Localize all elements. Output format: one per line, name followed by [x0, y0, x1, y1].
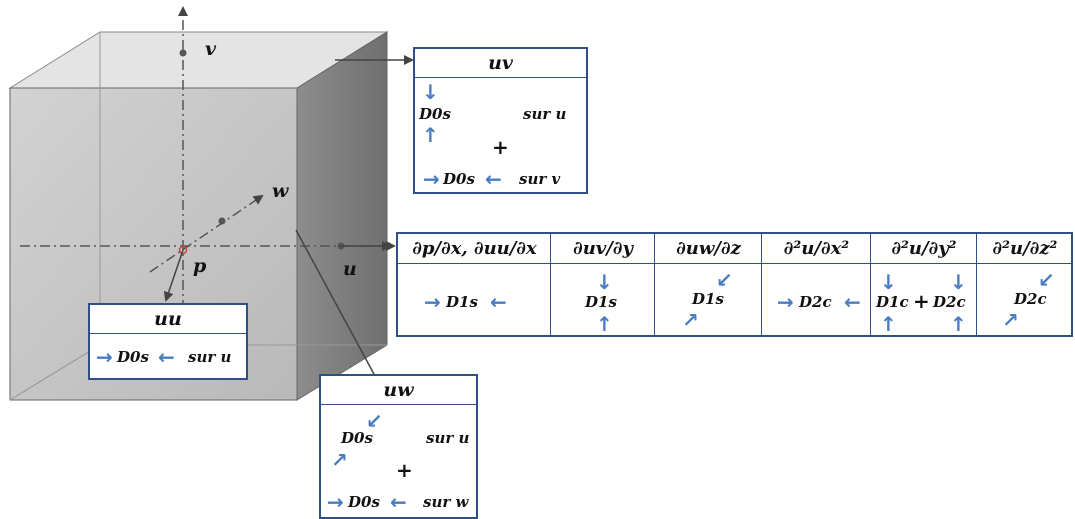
- table-column: [398, 234, 551, 335]
- uv-plus: +: [492, 135, 509, 159]
- table-cell-label: D2c: [933, 293, 966, 311]
- uv-label-sur-top: sur u: [523, 105, 567, 123]
- uw-label-sur-bottom: sur w: [423, 493, 469, 511]
- uu-label-d: D0s: [117, 348, 149, 366]
- axis-label-v: v: [205, 38, 217, 60]
- table-header: ∂²u/∂x²: [762, 234, 871, 264]
- uv-label-sur-bottom: sur v: [519, 170, 561, 188]
- arrow-right-icon: →: [777, 290, 794, 314]
- arrow-down-icon: ↓: [880, 270, 897, 294]
- table-plus: +: [913, 289, 930, 313]
- arrow-up-icon: ↑: [950, 312, 967, 336]
- uu-box-title: uu: [90, 305, 246, 334]
- uw-box-title: uw: [321, 376, 476, 405]
- uv-label-d-bottom: D0s: [443, 170, 475, 188]
- uv-label-d-top: D0s: [419, 105, 451, 123]
- table-header: ∂p/∂x, ∂uu/∂x: [398, 234, 551, 264]
- table-column: [551, 234, 655, 335]
- axis-label-p: p: [193, 255, 207, 277]
- table-cell-label: D2c: [799, 293, 832, 311]
- connector-uu: [163, 249, 184, 302]
- arrow-right-icon: →: [423, 167, 440, 191]
- axis-label-u: u: [343, 258, 357, 280]
- w-axis: [149, 194, 264, 273]
- arrow-left-icon: ←: [844, 290, 861, 314]
- table-cell-label: D1s: [585, 293, 617, 311]
- arrow-diagonal-icon: ↗: [682, 308, 699, 332]
- uw-label-d-top: D0s: [341, 429, 373, 447]
- arrow-left-icon: ←: [158, 345, 175, 369]
- table-cell-label: D1s: [692, 290, 724, 308]
- arrow-diagonal-icon: ↙: [366, 409, 383, 433]
- arrow-diagonal-icon: ↗: [1002, 308, 1019, 332]
- arrow-down-icon: ↓: [950, 270, 967, 294]
- arrow-diagonal-icon: ↙: [1038, 268, 1055, 292]
- uu-label-sur: sur u: [188, 348, 232, 366]
- arrow-right-icon: →: [96, 345, 113, 369]
- arrow-up-icon: ↑: [596, 312, 613, 336]
- arrow-right-icon: →: [424, 290, 441, 314]
- table-header: ∂uw/∂z: [655, 234, 762, 264]
- arrow-left-icon: ←: [390, 490, 407, 514]
- arrow-up-icon: ↑: [422, 123, 439, 147]
- derivative-stencil-table: ∂p/∂x, ∂uu/∂x ∂uv/∂y ∂uw/∂z ∂²u/∂x² ∂²u/…: [396, 232, 1073, 337]
- arrow-down-icon: ↓: [422, 80, 439, 104]
- table-column: [762, 234, 871, 335]
- table-cell-label: D1c: [876, 293, 909, 311]
- arrow-diagonal-icon: ↗: [331, 448, 348, 472]
- arrow-right-icon: →: [327, 490, 344, 514]
- uw-label-sur-top: sur u: [426, 429, 470, 447]
- uw-plus: +: [396, 458, 413, 482]
- uw-stencil-box: uw ↙ D0s sur u ↗ + → D0s ← sur w: [319, 374, 478, 519]
- table-cell-label: D1s: [446, 293, 478, 311]
- table-column: [871, 234, 977, 335]
- uv-stencil-box: uv ↓ D0s sur u ↑ + → D0s ← sur v: [413, 47, 588, 194]
- table-header: ∂uv/∂y: [551, 234, 655, 264]
- arrow-diagonal-icon: ↙: [716, 268, 733, 292]
- connector-uw: [295, 229, 389, 402]
- table-header: ∂²u/∂z²: [977, 234, 1073, 264]
- arrow-up-icon: ↑: [880, 312, 897, 336]
- point-p: [178, 245, 188, 255]
- table-header: ∂²u/∂y²: [871, 234, 977, 264]
- table-column: [655, 234, 762, 335]
- uv-box-title: uv: [415, 49, 586, 78]
- uu-stencil-box: uu → D0s ← sur u: [88, 303, 248, 380]
- arrow-left-icon: ←: [490, 290, 507, 314]
- arrow-down-icon: ↓: [596, 270, 613, 294]
- arrow-left-icon: ←: [485, 167, 502, 191]
- table-cell-label: D2c: [1014, 290, 1047, 308]
- uw-label-d-bottom: D0s: [348, 493, 380, 511]
- axis-label-w: w: [272, 180, 289, 202]
